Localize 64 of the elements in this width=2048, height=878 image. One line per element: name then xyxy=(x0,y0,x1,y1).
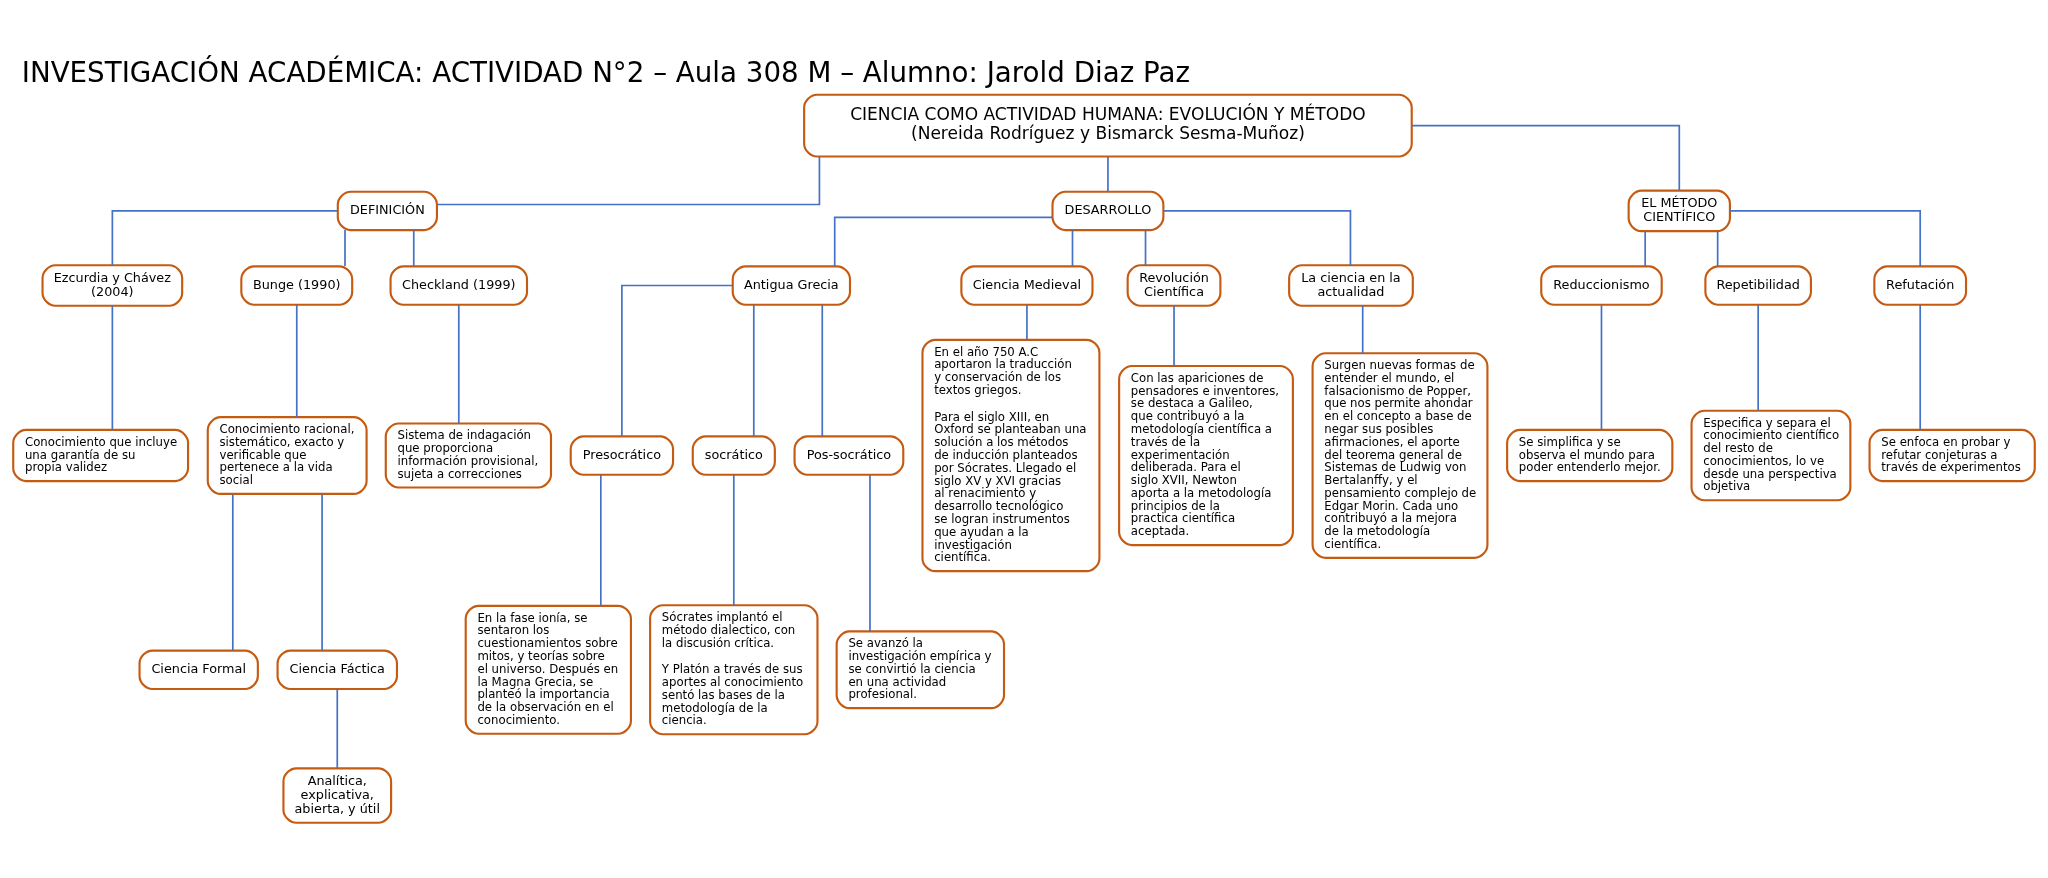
connector xyxy=(599,474,602,607)
connector xyxy=(295,304,298,418)
connector xyxy=(336,688,339,769)
node-box: Especifica y separa el conocimiento científico del resto de conocimientos, lo ve desde una perspectiva objetiva xyxy=(1690,409,1852,502)
node-box: Refutación xyxy=(1873,265,1968,306)
node-box: Ciencia Medieval xyxy=(960,265,1094,306)
node-box: Checkland (1999) xyxy=(389,265,529,306)
connector xyxy=(321,493,323,652)
node-box: Se avanzó la investigación empírica y se convirtió la ciencia en una actividad profesional. xyxy=(835,630,1006,710)
node-box: Analítica, explicativa, abierta, y útil xyxy=(282,767,393,824)
node-box: Revolución Científica xyxy=(1126,264,1222,307)
connector xyxy=(457,304,460,425)
connector xyxy=(869,474,871,633)
node-box: Reduccionismo xyxy=(1540,265,1663,306)
node-box: Ciencia Fáctica xyxy=(276,649,399,691)
connector xyxy=(1757,304,1759,412)
connector xyxy=(821,304,824,438)
connector xyxy=(1026,304,1028,341)
connector xyxy=(833,216,1054,267)
connector xyxy=(1600,304,1603,431)
connector xyxy=(621,284,734,437)
connector xyxy=(436,155,821,206)
connector xyxy=(1173,305,1175,367)
connector xyxy=(1144,229,1147,266)
node-box: Ciencia Formal xyxy=(138,649,259,691)
node-box: EL MÉTODO CIENTÍFICO xyxy=(1627,189,1731,233)
node-box: Conocimiento racional, sistemático, exacto y verificable que pertenece a la vida social xyxy=(206,416,368,495)
node-box: Surgen nuevas formas de entender el mundo, el falsacionismo de Popper, que nos permite ahondar en el concepto a base de negar sus posibles afirmaciones, el aporte del teorema general de Sistemas de Ludwig von Bertalanffy, y el pensamiento complejo de Edgar Morin. Cada uno contribuyó a la mejora de la metodología científica. xyxy=(1311,352,1489,559)
connector xyxy=(1919,304,1922,431)
node-box: La ciencia en la actualidad xyxy=(1288,264,1414,307)
node-box: Ezcurdia y Chávez (2004) xyxy=(41,264,184,307)
node-box: Antigua Grecia xyxy=(731,265,852,306)
node-box: Conocimiento que incluye una garantía de su propia validez xyxy=(12,428,190,483)
connector xyxy=(1411,124,1681,192)
connector xyxy=(1716,230,1719,268)
connector xyxy=(1644,230,1647,268)
connector xyxy=(752,304,755,438)
node-box: socrático xyxy=(691,435,776,476)
connector xyxy=(231,493,234,652)
node-box: Se simplifica y se observa el mundo para poder entenderlo mejor. xyxy=(1506,428,1674,483)
node-box: DESARROLLO xyxy=(1051,190,1165,232)
node-box: DEFINICIÓN xyxy=(336,190,438,232)
node-box: Bunge (1990) xyxy=(240,265,354,306)
connector xyxy=(1071,229,1074,267)
node-box: Sistema de indagación que proporciona información provisional, sujeta a correcciones xyxy=(384,422,553,489)
connector xyxy=(344,229,346,267)
node-box: Pos-socrático xyxy=(793,435,905,476)
node-box: Repetibilidad xyxy=(1704,265,1812,306)
node-box: En el año 750 A.C aportaron la traducción y conservación de los textos griegos. Para el siglo XIII, en Oxford se planteaban una solución a los métodos de inducción planteados por Sócrates. Llegado el siglo XV y XVI gracias al renacimiento y desarrollo tecnológico se logran instrumentos que ayudan a la investigación científica. xyxy=(921,338,1101,573)
connector xyxy=(732,474,735,607)
connector xyxy=(1107,156,1109,193)
diagram-title: INVESTIGACIÓN ACADÉMICA: ACTIVIDAD N°2 – Aula 308 M – Alumno: Jarold Diaz Paz xyxy=(21,55,1190,89)
connector xyxy=(1162,210,1352,266)
node-box: Con las apariciones de pensadores e inventores, se destaca a Galileo, que contribuyó a la metodología científica a través de la experimentación deliberada. Para el siglo XVII, Newton aporta a la metodología principios de la practica científica aceptada. xyxy=(1118,364,1294,547)
node-box: Sócrates implantó el método dialectico, con la discusión crítica. Y Platón a través de sus aportes al conocimiento sentó las bases de la metodología de la ciencia. xyxy=(649,604,819,736)
connector xyxy=(1729,210,1922,268)
node-box: Presocrático xyxy=(569,435,675,476)
node-box: CIENCIA COMO ACTIVIDAD HUMANA: EVOLUCIÓN Y MÉTODO (Nereida Rodríguez y Bismarck Sesma-Muñoz) xyxy=(803,93,1413,158)
connector xyxy=(1361,305,1364,354)
connector xyxy=(111,210,339,266)
node-box: Se enfoca en probar y refutar conjeturas a través de experimentos xyxy=(1868,428,2036,483)
connector xyxy=(111,305,114,431)
connector xyxy=(412,229,415,267)
node-box: En la fase ionía, se sentaron los cuestionamientos sobre mitos, y teorías sobre el universo. Después en la Magna Grecia, se planteó la importancia de la observación en el conocimiento. xyxy=(464,604,632,735)
